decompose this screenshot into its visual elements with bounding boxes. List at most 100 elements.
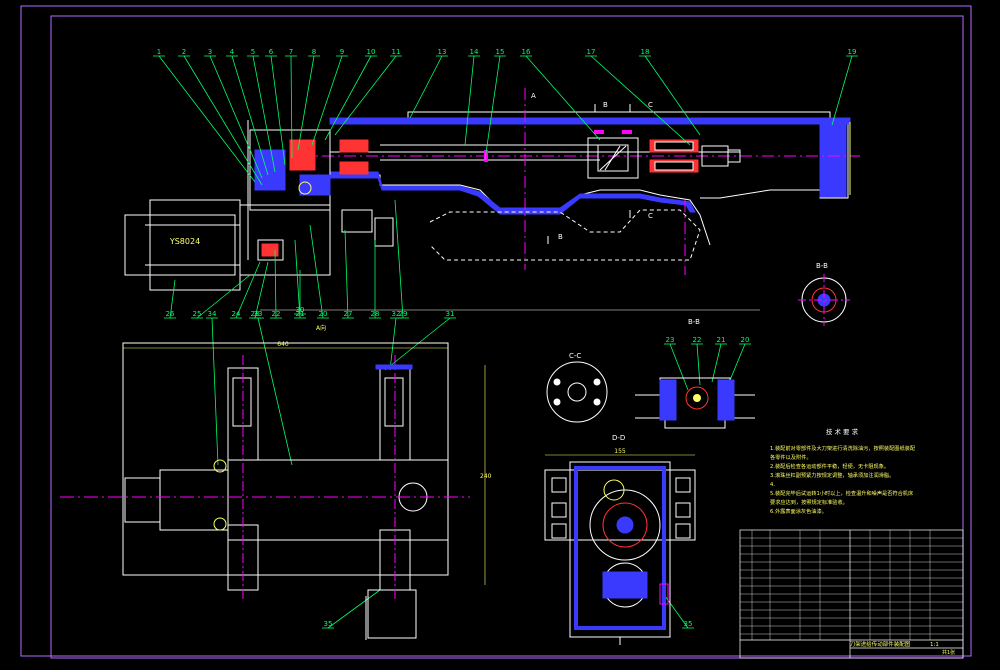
tech-req-line: 6.外露表面涂灰色油漆。 [770,507,827,515]
balloon-bottom-24-2: 24 [232,310,241,318]
tech-req-list: 1.装配前对零部件及大刀架进行清洗除油污，按照装配图纸装配 各零件以及附件。2.… [770,444,916,515]
balloon-top-16: 16 [522,48,531,56]
a-view-label: A向 [316,324,326,332]
leader-bottom-27-8 [344,229,349,319]
balloon-plan-bottom: 35 [324,620,333,628]
leader-top-11 [334,55,397,136]
tech-req-line: 2.装配后检查各运动部件平稳，轻便，无卡阻现象。 [770,462,889,470]
tech-req-line: 各零件以及附件。 [770,453,812,461]
leader-top-18 [644,55,701,136]
c-c-view [546,361,608,423]
d-d-title: D-D [612,434,625,442]
leader-top-8 [297,55,315,151]
balloon-top-13: 13 [438,48,447,56]
balloon-top-18: 18 [641,48,650,56]
title-block-grid [740,530,963,640]
balloon-top-15: 15 [496,48,505,56]
leader-plan-31 [384,317,451,371]
balloon-top-14: 14 [470,48,479,56]
motor-label: YS8024 [169,237,200,246]
tech-req-line: 5.装配完毕后试运转1小时以上，检查温升和噪声是否符合机床 [770,489,914,497]
e-e-view [798,274,850,326]
leader-bottom-23-3 [254,261,269,319]
section-letter-c-bottom: C [648,212,653,220]
leader-top-3 [209,55,263,179]
balloon-top-19: 19 [848,48,857,56]
d-d-view [544,454,696,645]
leader-bottom-29-10 [394,199,404,319]
balloon-ee-23: 23 [666,336,675,344]
balloon-ee-20: 20 [741,336,750,344]
balloon-plan-32: 32 [392,310,401,318]
balloon-top-4: 4 [230,48,235,56]
leader-plan-bottom [327,589,381,629]
leader-bottom-21-5 [294,239,301,319]
drawing-title: 刀架进给传动部件装配图 [850,640,911,648]
balloon-top-1: 1 [157,48,161,56]
balloon-top-9: 9 [340,48,344,56]
leader-bottom-26-0 [169,279,176,319]
leader-top-6 [270,55,286,166]
balloon-dd-side: 35 [684,620,693,628]
e-e-title: B-B [816,262,828,270]
c-c-title: C-C [569,352,581,360]
leader-bottom-22-4 [274,249,277,319]
plan-view [60,342,486,640]
balloon-plan-31: 31 [446,310,455,318]
balloon-ee-22: 22 [693,336,702,344]
leader-top-5 [252,55,276,173]
leader-top-16 [525,55,601,141]
leader-top-15 [484,55,501,161]
tech-req-line: 要求应达到，按照规定标准验收。 [770,498,848,506]
leader-top-7 [290,55,293,159]
b-b-view [635,377,755,429]
b-b-title: B-B [688,318,700,326]
leader-lines [153,55,858,629]
balloon-top-6: 6 [269,48,274,56]
section-letter-b-bottom: B [558,233,563,241]
balloon-plan-34: 34 [208,310,217,318]
leader-top-1 [158,55,256,183]
section-letter-c-top: C [648,101,653,109]
drawing-scale: 1:1 [930,642,939,648]
balloon-bottom-26-0: 26 [166,310,175,318]
d-d-width-dim: 155 [614,448,626,455]
leader-top-9 [311,55,343,146]
leader-top-17 [590,55,691,146]
main-section-view [124,88,860,311]
leader-top-19 [831,55,853,126]
balloon-bottom-27-8: 27 [344,310,353,318]
balloon-bottom-20-7: 20 [319,310,328,318]
drawing-sheet: 共1张 [942,649,955,656]
leader-top-10 [324,55,372,141]
tech-req-title: 技 术 要 求 [826,427,859,436]
balloon-top-7: 7 [289,48,293,56]
leader-plan-32 [389,317,397,371]
balloon-bottom-28-9: 28 [371,310,380,318]
leader-plan-34 [211,317,219,466]
balloon-top-3: 3 [208,48,212,56]
inner-frame [50,15,964,659]
leader-ee-20 [727,343,746,386]
section-letter-b-top: B [603,101,608,109]
plan-width-dim: 640 [277,341,289,348]
balloon-top-11: 11 [392,48,401,56]
balloon-bottom-23-3: 23 [251,310,260,318]
leader-top-4 [231,55,269,176]
outer-frame [20,5,972,657]
balloon-bottom-22-4: 22 [272,310,281,318]
balloon-top-5: 5 [251,48,255,56]
plan-height-dim: 240 [480,473,492,480]
balloon-top-2: 2 [182,48,186,56]
balloon-ee-21: 21 [717,336,726,344]
leader-ee-22 [696,343,701,386]
balloon-top-17: 17 [587,48,596,56]
section-letter-a: A [531,92,536,100]
leader-top-14 [464,55,475,146]
leader-bottom-24-2 [235,261,261,319]
tech-req-line: 4. [770,482,775,488]
leader-top-2 [183,55,263,186]
leader-bottom-20-7 [309,224,324,319]
